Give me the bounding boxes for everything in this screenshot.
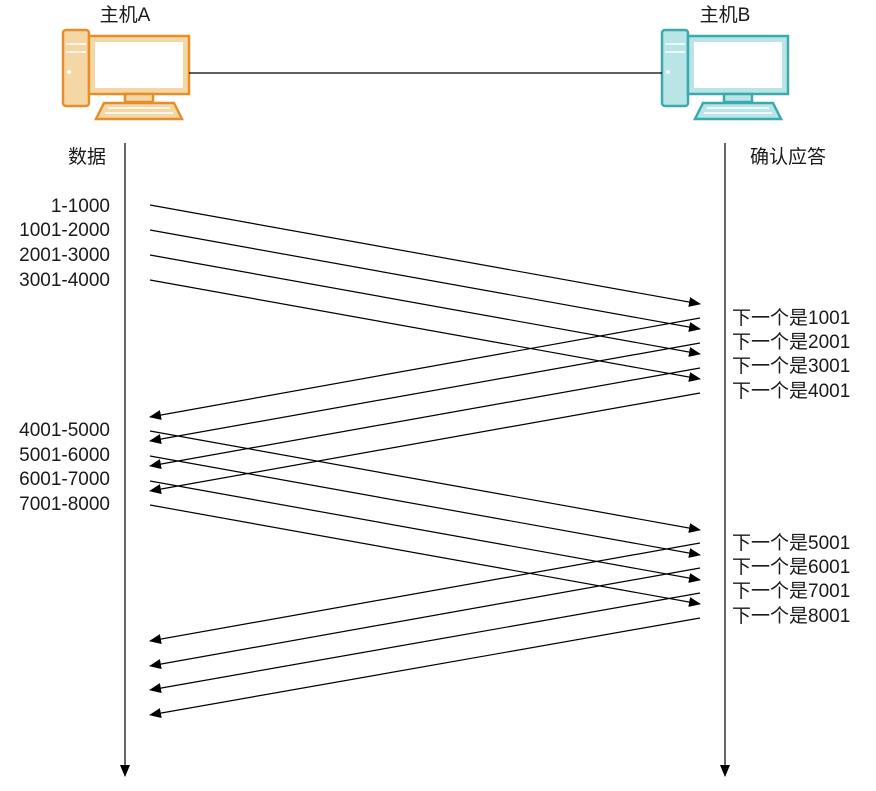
ack-label: 下一个是5001: [732, 532, 850, 554]
ack-arrow: [149, 367, 701, 469]
ack-label: 下一个是7001: [732, 580, 850, 602]
host-a-computer-icon: [61, 28, 191, 121]
ack-label: 下一个是1001: [732, 307, 850, 329]
data-arrow: [149, 254, 701, 357]
data-segment-label: 6001-7000: [19, 469, 110, 490]
data-arrow: [149, 430, 701, 533]
ack-arrow: [149, 592, 701, 694]
data-column-label: 数据: [68, 146, 106, 168]
ack-label: 下一个是3001: [732, 355, 850, 377]
data-segment-label: 1-1000: [51, 196, 110, 217]
data-arrow: [149, 229, 701, 332]
ack-label: 下一个是6001: [732, 556, 850, 578]
data-segment-label: 7001-8000: [19, 494, 110, 515]
ack-arrow: [149, 392, 701, 494]
data-segment-label: 3001-4000: [19, 270, 110, 291]
ack-arrow: [149, 317, 701, 420]
ack-arrow: [149, 617, 701, 719]
ack-label: 下一个是8001: [732, 605, 850, 627]
host-b-computer-icon: [660, 28, 790, 121]
ack-column-label: 确认应答: [750, 146, 826, 168]
data-arrow: [149, 204, 701, 307]
data-segment-label: 1001-2000: [19, 220, 110, 241]
ack-label: 下一个是4001: [732, 380, 850, 402]
ack-arrow: [149, 342, 701, 444]
ack-arrow: [149, 567, 701, 669]
data-arrow: [149, 455, 701, 558]
data-arrow: [149, 279, 701, 382]
data-segment-label: 2001-3000: [19, 245, 110, 266]
host-b-label: 主机B: [700, 4, 751, 26]
ack-label: 下一个是2001: [732, 331, 850, 353]
data-arrow: [149, 504, 701, 607]
host-a-label: 主机A: [100, 4, 151, 26]
ack-arrow: [149, 542, 701, 644]
data-segment-label: 4001-5000: [19, 420, 110, 441]
data-arrow: [149, 480, 701, 583]
data-segment-label: 5001-6000: [19, 445, 110, 466]
